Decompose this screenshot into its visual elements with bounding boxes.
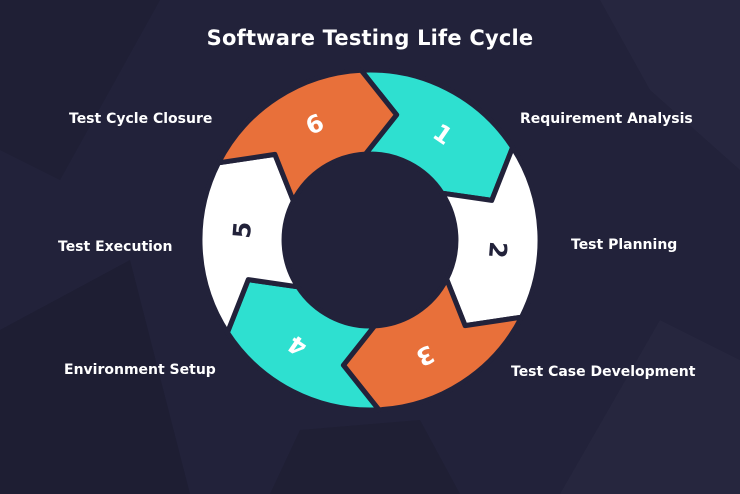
label-test-case-development: Test Case Development	[511, 364, 696, 380]
segment-number-2: 2	[483, 241, 512, 260]
label-requirement-analysis: Requirement Analysis	[520, 111, 693, 127]
ring-segment-6	[216, 67, 400, 204]
label-test-cycle-closure: Test Cycle Closure	[69, 111, 213, 127]
label-test-planning: Test Planning	[571, 237, 678, 253]
diagram-title: Software Testing Life Cycle	[206, 26, 534, 50]
label-test-execution: Test Execution	[58, 239, 173, 255]
segment-number-5: 5	[228, 221, 257, 240]
label-environment-setup: Environment Setup	[64, 362, 216, 378]
